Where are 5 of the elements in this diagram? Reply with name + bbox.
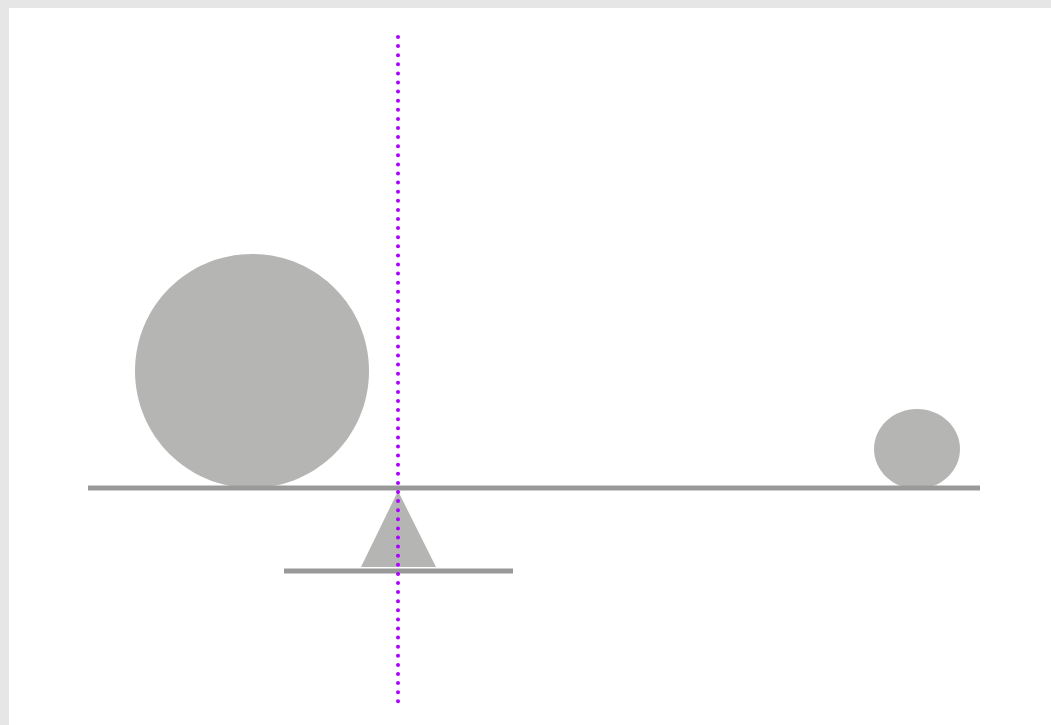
fulcrum-triangle xyxy=(361,491,436,567)
ball xyxy=(135,254,369,488)
beam xyxy=(88,485,980,491)
ball xyxy=(874,409,960,489)
beam xyxy=(284,568,513,574)
